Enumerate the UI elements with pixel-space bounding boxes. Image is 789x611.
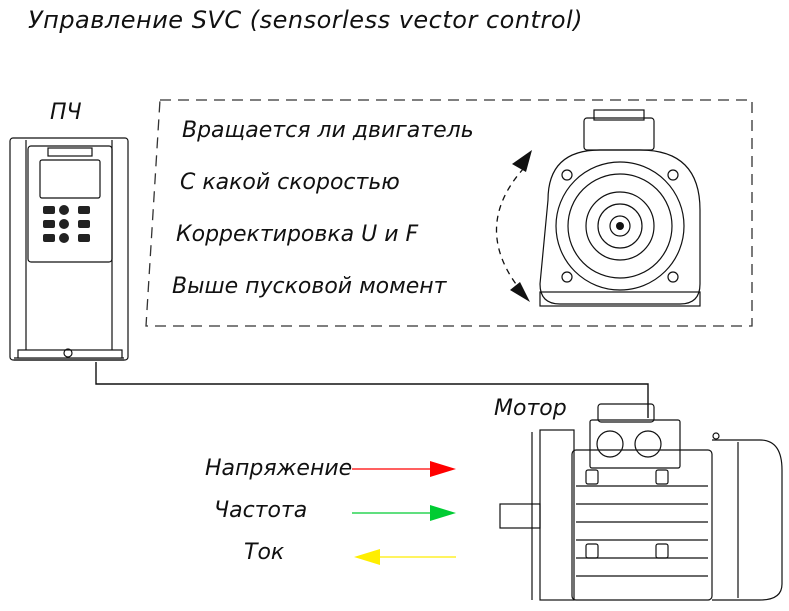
callout-dashed-box: [145, 99, 753, 327]
feature-uf-correction: Корректировка U и F: [176, 222, 419, 247]
motor-front-view: [539, 109, 701, 307]
feature-starting-torque: Выше пусковой момент: [172, 274, 447, 299]
vfd-keypad: [43, 205, 90, 243]
legend-voltage-label: Напряжение: [205, 456, 353, 481]
feature-rotation-detection: Вращается ли двигатель: [182, 118, 474, 143]
power-cable: [95, 362, 649, 418]
legend-current-arrow: [354, 549, 456, 565]
legend-voltage-arrow: [352, 461, 456, 477]
vfd-ground-screw: [63, 348, 73, 358]
vfd-drive: [9, 137, 129, 361]
rotation-arc: [495, 167, 525, 293]
motor-side-view: [499, 403, 783, 601]
rotation-arrow-bottom: [510, 282, 530, 302]
legend-frequency-arrow: [352, 505, 456, 521]
vfd-display: [39, 159, 101, 199]
diagram-title: Управление SVC (sensorless vector contro…: [28, 6, 584, 34]
legend-current-label: Ток: [244, 540, 285, 565]
rotation-arrow-top: [512, 150, 532, 172]
legend-frequency-label: Частота: [214, 498, 308, 523]
vfd-label: ПЧ: [50, 100, 82, 125]
motor-shaft-center: [616, 222, 624, 230]
motor-label: Мотор: [494, 396, 567, 421]
feature-speed-detection: С какой скоростью: [180, 170, 400, 195]
